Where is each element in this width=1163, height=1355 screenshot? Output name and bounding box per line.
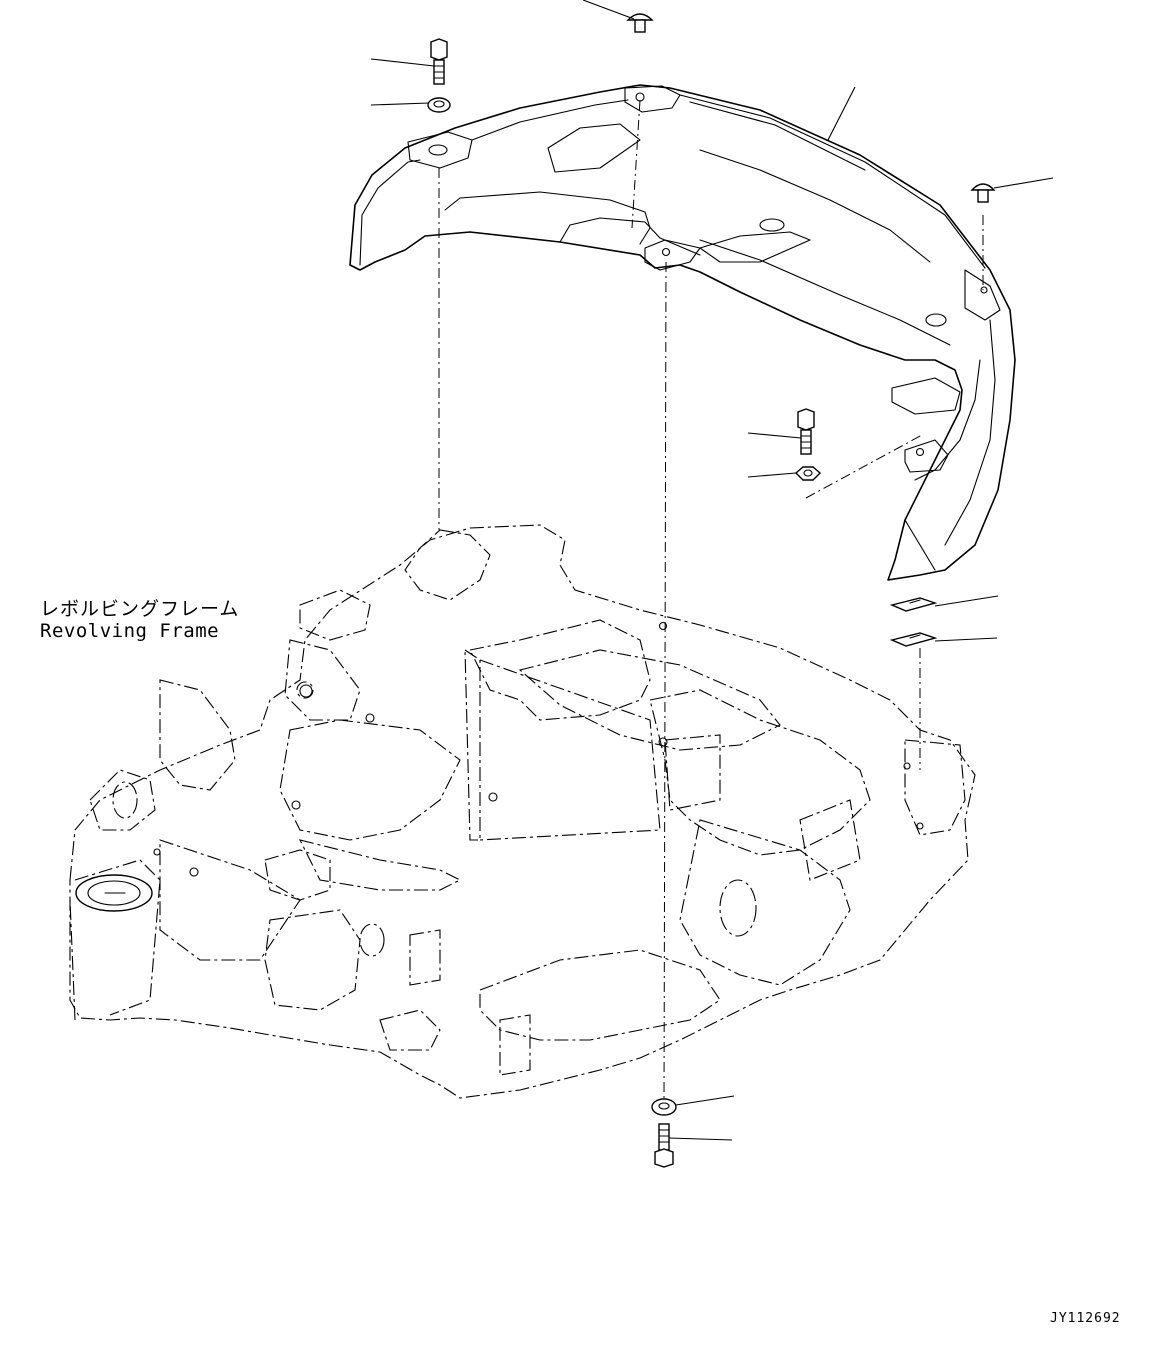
right-flat-bolt — [970, 183, 996, 203]
swing-boss — [75, 874, 153, 912]
top-flat-bolt — [626, 13, 654, 33]
frame-bosses — [153, 621, 924, 877]
shim-1 — [889, 597, 938, 612]
left-bolt — [430, 38, 448, 85]
bottom-washer — [651, 1098, 677, 1116]
frame-label-japanese: レボルビングフレーム — [40, 598, 240, 620]
mid-bolt — [797, 408, 815, 455]
drawing-number: JY112692 — [1050, 1311, 1121, 1326]
counterweight-cover — [349, 84, 1016, 581]
left-washer — [427, 97, 451, 113]
bottom-bolt — [654, 1123, 674, 1168]
shim-2 — [889, 632, 938, 647]
frame-label-english: Revolving Frame — [40, 620, 220, 642]
mid-nut — [794, 466, 822, 481]
leader-lines — [370, 0, 1054, 1141]
revolving-frame — [69, 524, 976, 1099]
centerlines — [438, 99, 984, 1101]
